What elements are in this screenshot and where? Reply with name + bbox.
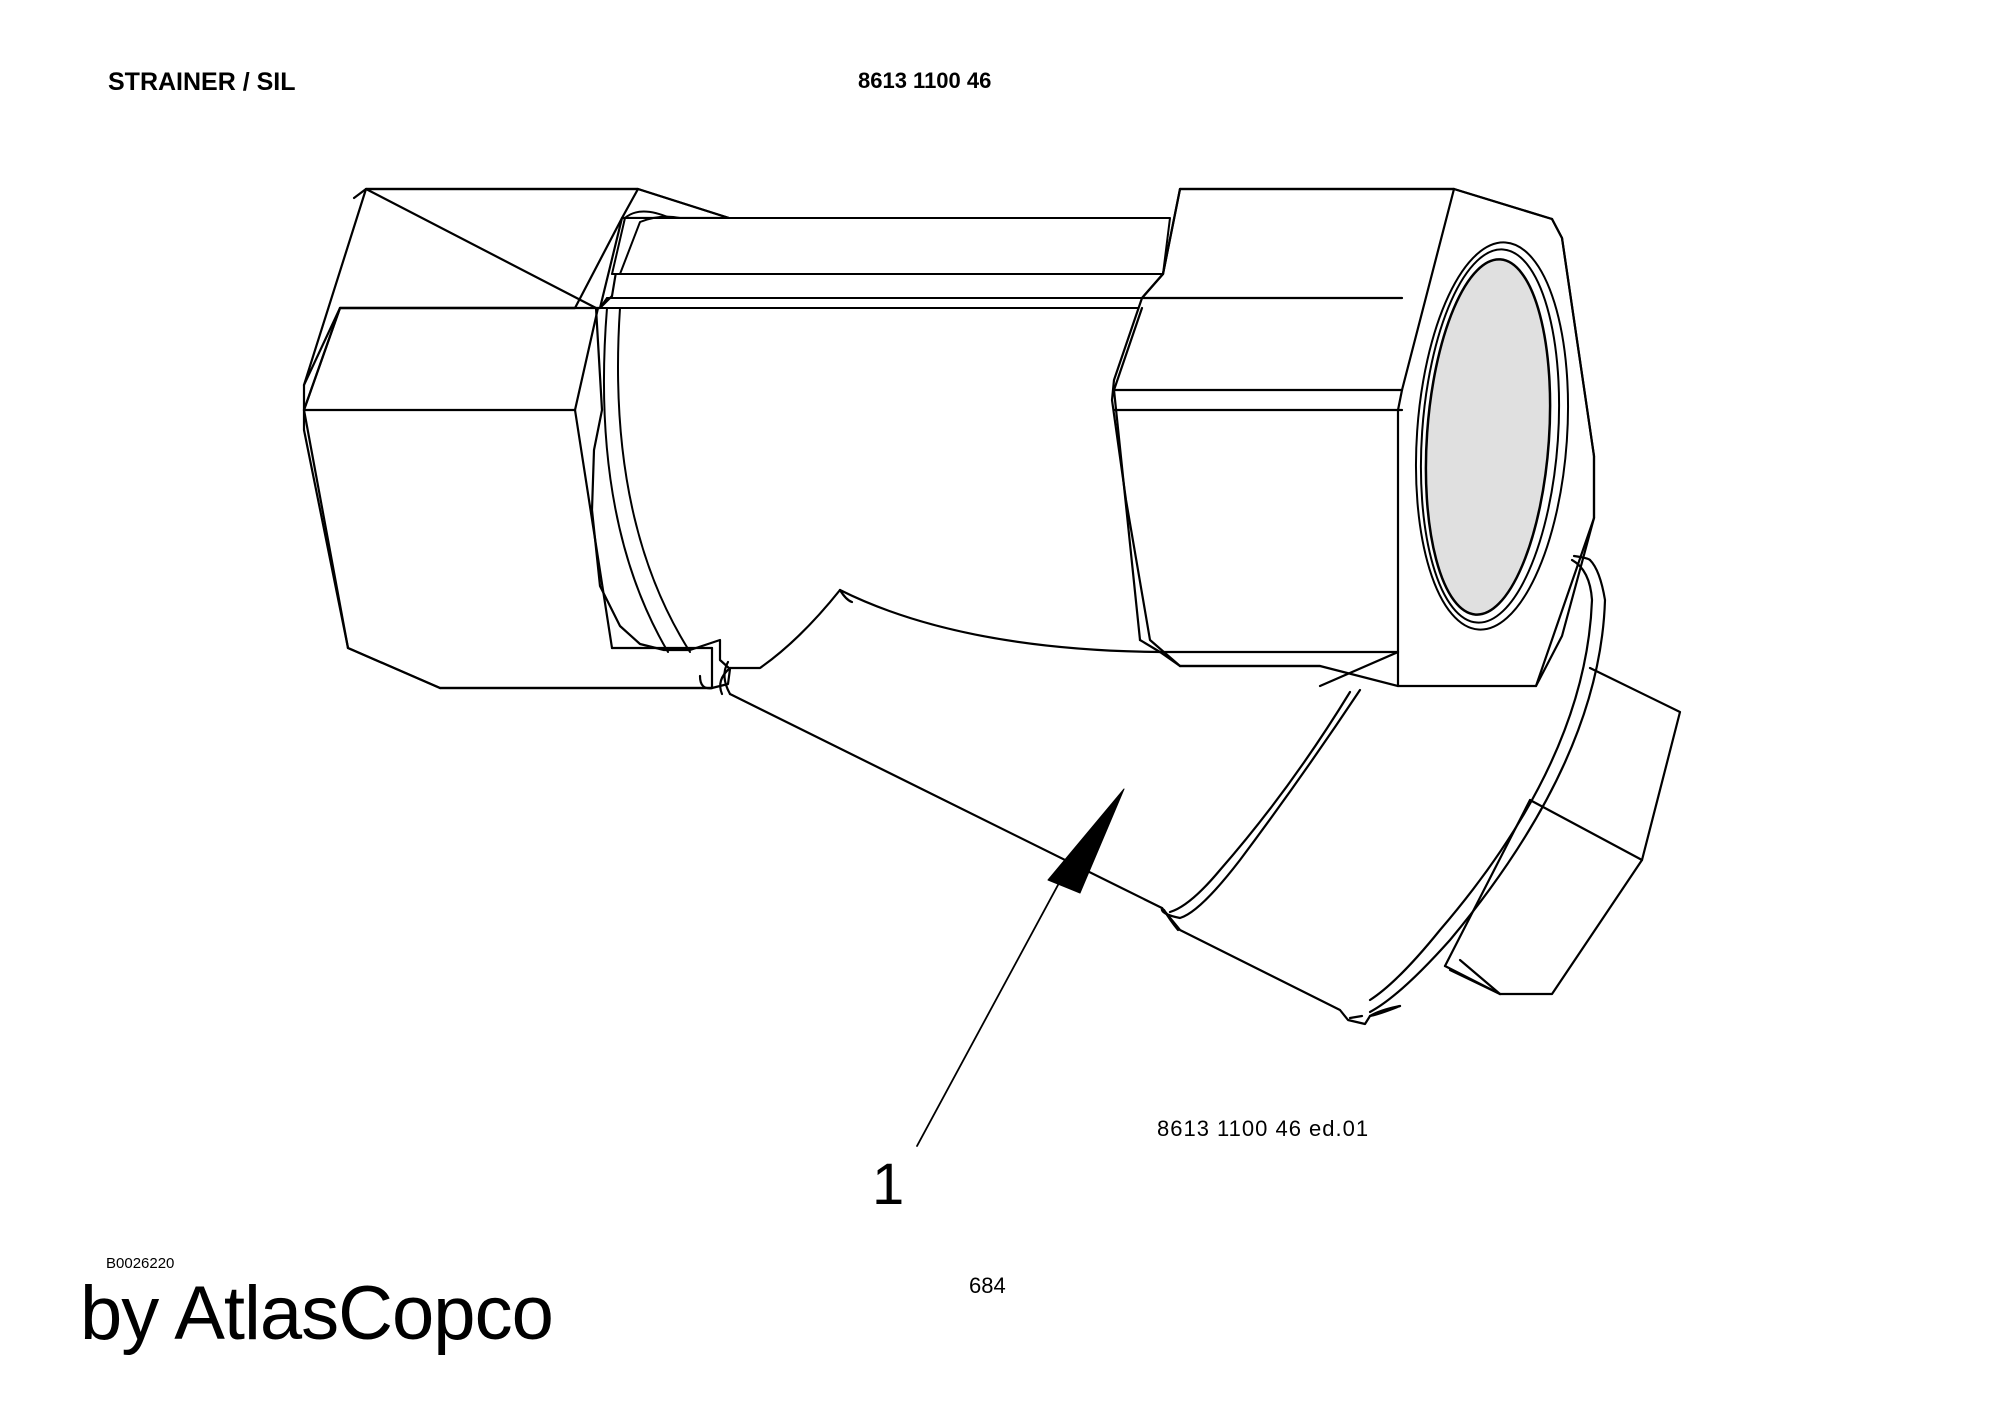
body-tube [599, 210, 1171, 653]
callout-label-1: 1 [872, 1152, 905, 1217]
image-code: B0026220 [106, 1255, 175, 1272]
drain-plug [1443, 666, 1682, 996]
left-hex-nut [302, 187, 732, 690]
callout-leader-1 [916, 788, 1125, 1147]
drawing-reference: 8613 1100 46 ed.01 [1157, 1116, 1370, 1141]
bore-opening [1414, 241, 1570, 631]
page-number: 684 [969, 1273, 1006, 1298]
page-title: STRAINER / SIL [108, 68, 296, 96]
brand-label: by AtlasCopco [80, 1271, 554, 1356]
part-number: 8613 1100 46 [858, 68, 992, 93]
strainer-branch [698, 554, 1607, 1026]
